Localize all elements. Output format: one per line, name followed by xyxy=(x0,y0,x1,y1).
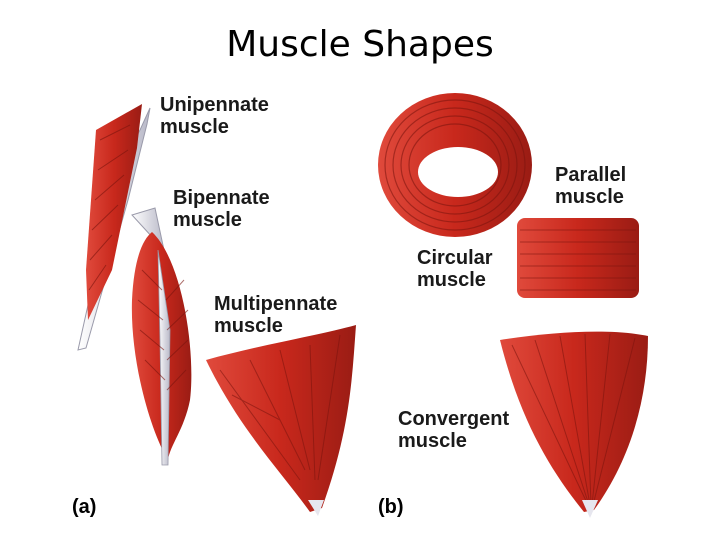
label-convergent-line2: muscle xyxy=(398,430,509,452)
label-multipennate-line1: Multipennate xyxy=(214,293,337,315)
multipennate-muscle-image xyxy=(206,325,356,516)
label-unipennate-line1: Unipennate xyxy=(160,94,269,116)
parallel-muscle-image xyxy=(517,218,639,298)
panel-label-a: (a) xyxy=(72,496,96,519)
label-parallel: Parallel muscle xyxy=(555,164,626,208)
convergent-muscle-image xyxy=(500,332,648,518)
label-unipennate: Unipennate muscle xyxy=(160,94,269,138)
label-unipennate-line2: muscle xyxy=(160,116,269,138)
label-bipennate: Bipennate muscle xyxy=(173,187,270,231)
label-bipennate-line2: muscle xyxy=(173,209,270,231)
bipennate-muscle-image xyxy=(132,208,192,465)
circular-muscle-image xyxy=(378,93,532,237)
label-multipennate-line2: muscle xyxy=(214,315,337,337)
label-convergent: Convergent muscle xyxy=(398,408,509,452)
label-convergent-line1: Convergent xyxy=(398,408,509,430)
panel-label-b: (b) xyxy=(378,496,404,519)
label-circular-line1: Circular xyxy=(417,247,493,269)
label-bipennate-line1: Bipennate xyxy=(173,187,270,209)
label-circular-line2: muscle xyxy=(417,269,493,291)
label-circular: Circular muscle xyxy=(417,247,493,291)
label-multipennate: Multipennate muscle xyxy=(214,293,337,337)
label-parallel-line2: muscle xyxy=(555,186,626,208)
label-parallel-line1: Parallel xyxy=(555,164,626,186)
